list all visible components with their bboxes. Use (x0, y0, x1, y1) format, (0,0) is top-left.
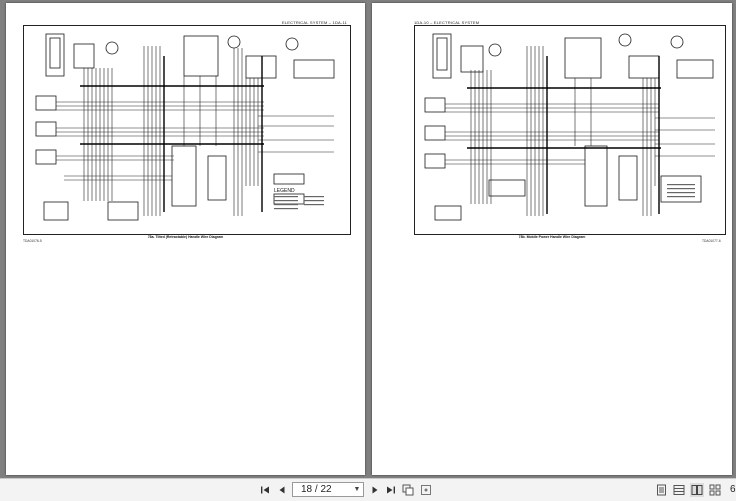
pdf-page-right: 1DA-10 – ELECTRICAL SYSTEM (372, 3, 732, 475)
legend-title: LEGEND (274, 188, 295, 194)
continuous-icon[interactable] (690, 483, 704, 497)
page-footer-code: TDA01076-5 (23, 239, 42, 243)
grid-icon[interactable] (708, 483, 722, 497)
page-footer-code: TDA01077-6 (702, 239, 721, 243)
two-page-icon[interactable] (672, 483, 686, 497)
prev-page-icon[interactable] (275, 483, 289, 497)
page-number-field[interactable]: 18 / 22 ▼ (292, 482, 364, 497)
document-viewport[interactable]: ELECTRICAL SYSTEM – 1DA-11 (0, 0, 736, 478)
page-number-value[interactable]: 18 / 22 (301, 484, 332, 495)
first-page-icon[interactable] (258, 483, 272, 497)
wiring-diagram (414, 25, 726, 235)
zoom-value[interactable]: 6 (730, 484, 736, 495)
last-page-icon[interactable] (384, 483, 398, 497)
copy-icon[interactable] (401, 483, 415, 497)
pan-icon[interactable] (419, 483, 433, 497)
wiring-diagram-drawing: LEGEND (35, 33, 335, 221)
single-page-icon[interactable] (654, 483, 668, 497)
page-header: ELECTRICAL SYSTEM – 1DA-11 (282, 20, 347, 25)
wiring-diagram-drawing (424, 33, 715, 221)
figure-caption: 78b. Mobile Power Handle Wire Diagram (518, 235, 586, 239)
next-page-icon[interactable] (368, 483, 382, 497)
pdf-toolbar: 18 / 22 ▼ 6 (0, 478, 736, 501)
figure-caption: 78a. Tilted (Retractable) Handle Wire Di… (147, 235, 224, 239)
pdf-page-left: ELECTRICAL SYSTEM – 1DA-11 (6, 3, 365, 475)
wiring-diagram: LEGEND (23, 25, 351, 235)
page-header: 1DA-10 – ELECTRICAL SYSTEM (414, 20, 480, 25)
chevron-down-icon[interactable]: ▼ (353, 486, 361, 493)
